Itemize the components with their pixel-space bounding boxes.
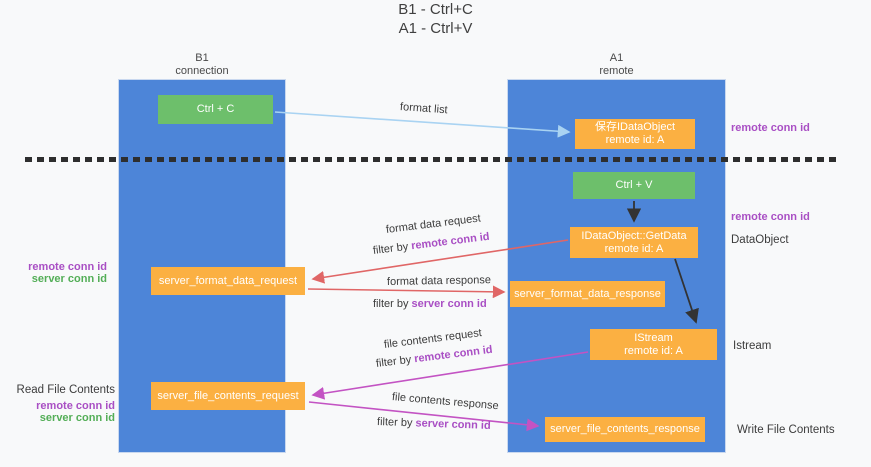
label-left-server-conn-id-2: server conn id	[39, 412, 115, 424]
label-dataobject: DataObject	[731, 234, 789, 246]
diagram-title: B1 - Ctrl+C A1 - Ctrl+V	[0, 0, 871, 38]
server-file-contents-response-label: server_file_contents_response	[550, 423, 700, 435]
filter-server-conn-id: server conn id	[415, 417, 491, 432]
filter-by-text: filter by	[376, 416, 416, 430]
right-lane-header: A1 remote	[507, 52, 726, 78]
label-write-file-contents: Write File Contents	[737, 424, 835, 436]
filter-remote-conn-id: remote conn id	[410, 230, 491, 253]
label-read-file-contents: Read File Contents	[16, 384, 115, 396]
istream-line1: IStream	[634, 331, 673, 344]
node-server-format-data-request: server_format_data_request	[151, 267, 305, 295]
left-conn-id-labels-1: remote conn id server conn id	[15, 261, 107, 285]
filter-by-text: filter by	[373, 298, 412, 310]
getdata-line2: remote id: A	[604, 242, 664, 255]
save-idataobject-line2: remote id: A	[605, 134, 665, 146]
server-format-data-request-label: server_format_data_request	[158, 274, 298, 287]
right-lane-role: remote	[599, 65, 634, 77]
edge-label-file-contents-response: file contents response	[391, 391, 500, 413]
filter-by-text: filter by	[372, 240, 412, 257]
left-conn-id-labels-2: remote conn id server conn id	[15, 400, 115, 424]
filter-server-conn-id: server conn id	[411, 298, 487, 310]
left-lane-name: B1	[195, 52, 209, 64]
label-istream: Istream	[733, 340, 772, 352]
title-line-1: B1 - Ctrl+C	[398, 1, 473, 18]
getdata-line1: IDataObject::GetData	[581, 229, 687, 242]
ctrl-v-label: Ctrl + V	[615, 179, 653, 191]
edge-label-format-data-response: format data response	[386, 274, 492, 288]
save-idataobject-line1: 保存IDataObject	[594, 121, 676, 133]
left-lane-role: connection	[175, 65, 229, 77]
server-format-data-response-label: server_format_data_response	[514, 287, 661, 300]
title-line-2: A1 - Ctrl+V	[398, 20, 473, 37]
node-ctrl-v: Ctrl + V	[573, 172, 695, 199]
node-istream: IStream remote id: A	[590, 329, 717, 360]
edge-label-format-list: format list	[399, 101, 448, 117]
arrow-format-data-response	[307, 285, 506, 299]
node-getdata: IDataObject::GetData remote id: A	[570, 227, 698, 258]
dashed-separator	[25, 157, 837, 162]
left-lane-header: B1 connection	[118, 52, 286, 78]
ctrl-c-label: Ctrl + C	[196, 103, 235, 115]
node-ctrl-c: Ctrl + C	[158, 95, 273, 124]
node-save-idataobject: 保存IDataObject remote id: A	[575, 119, 695, 149]
filter-remote-conn-id: remote conn id	[413, 343, 494, 366]
istream-line2: remote id: A	[624, 344, 683, 357]
server-file-contents-request-label: server_file_contents_request	[157, 389, 299, 402]
node-server-format-data-response: server_format_data_response	[510, 281, 665, 307]
filter-by-text: filter by	[375, 353, 415, 370]
node-server-file-contents-request: server_file_contents_request	[151, 382, 305, 410]
node-server-file-contents-response: server_file_contents_response	[545, 417, 705, 442]
label-remote-conn-id-mid: remote conn id	[731, 211, 810, 223]
edge-label-filter-server-1: filter by server conn id	[373, 298, 487, 310]
right-lane-name: A1	[609, 52, 624, 64]
label-left-remote-conn-id-2: remote conn id	[36, 400, 115, 412]
label-left-server-conn-id-1: server conn id	[31, 273, 107, 285]
label-remote-conn-id-top: remote conn id	[731, 122, 810, 134]
label-left-remote-conn-id-1: remote conn id	[28, 261, 107, 273]
edge-label-filter-server-2: filter by server conn id	[377, 416, 491, 432]
